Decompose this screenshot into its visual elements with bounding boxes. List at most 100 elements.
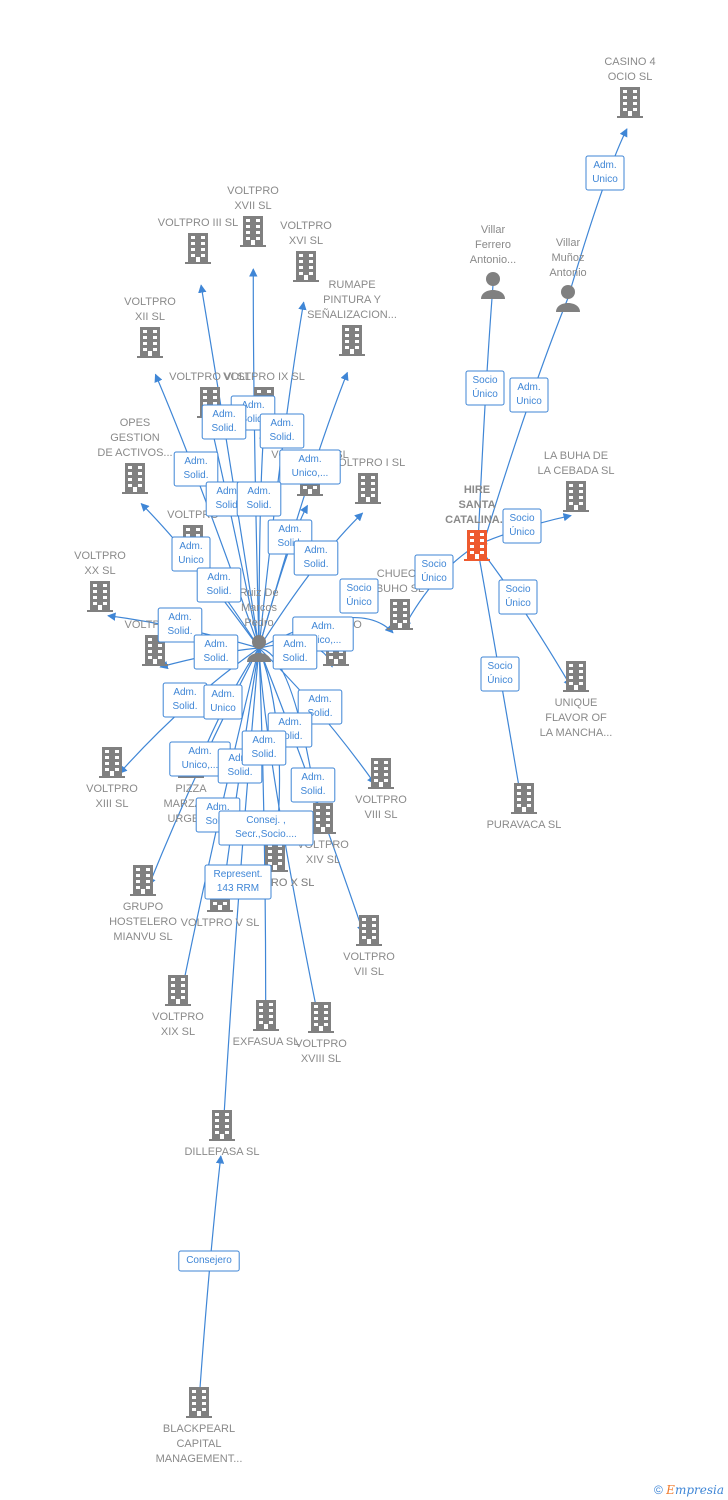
node-voltpro18[interactable]: VOLTPRO XVIII SL	[295, 1002, 347, 1065]
node-voltpro1[interactable]: VOLTPRO I SL	[331, 457, 405, 504]
node-label: VOLTPRO III SL	[158, 217, 239, 229]
node-label: VII SL	[354, 966, 384, 978]
node-label: VOLTPRO	[295, 1038, 347, 1050]
edge-label-text: Único	[505, 596, 531, 609]
edge-label-box	[480, 656, 520, 692]
node-voltpro17[interactable]: VOLTPRO XVII SL	[227, 185, 279, 247]
edge-label-box	[236, 481, 282, 517]
edge-role-label[interactable]: Adm.Unico	[585, 155, 625, 191]
node-label: VOLTPRO I SL	[331, 457, 405, 469]
node-puravaca[interactable]: PURAVACA SL	[487, 783, 562, 831]
node-label: CATALINA...	[445, 514, 509, 526]
building-icon	[253, 1000, 279, 1031]
edge-label-text: Único	[346, 595, 372, 608]
building-icon	[387, 599, 413, 630]
edge-label-text: Adm.	[212, 409, 235, 420]
edge-role-label[interactable]: Adm.Solid.	[236, 481, 282, 517]
node-voltpro6[interactable]: VOLTPRO VI SL	[169, 371, 251, 418]
edge-label-text: Solid.	[269, 432, 294, 443]
edge-role-label[interactable]: Adm.Unico	[509, 377, 549, 413]
edge-role-label[interactable]: Adm.Solid.	[293, 540, 339, 576]
edge-role-label[interactable]: Adm.Solid.	[157, 607, 203, 643]
edge-role-label[interactable]: Adm.Solid.	[272, 634, 318, 670]
edge-role-label[interactable]: Adm.Unico,...	[279, 449, 341, 485]
edge-role-label[interactable]: Adm.Solid.	[173, 451, 219, 487]
node-villarferrero[interactable]: VillarFerreroAntonio...	[470, 224, 516, 299]
edge-label-text: Adm.	[168, 612, 191, 623]
node-label: Ruiz De	[239, 587, 278, 599]
edge-role-label[interactable]: Adm.Unico	[203, 684, 243, 720]
building-icon	[563, 661, 589, 692]
edge-label-box	[502, 508, 542, 544]
edge-label-text: Consej. ,	[246, 815, 285, 826]
edge-role-label[interactable]: Consejero	[178, 1250, 240, 1272]
node-label: GESTION	[110, 432, 160, 444]
edge-role-label[interactable]: Adm.Unico	[171, 536, 211, 572]
edge-label-text: Socio	[472, 375, 497, 386]
edge-role-label[interactable]: Consej. ,Secr.,Socio....	[218, 810, 314, 846]
edge-role-label[interactable]: Adm.Solid.	[193, 634, 239, 670]
node-label: EXFASUA SL	[233, 1036, 300, 1048]
node-label: OCIO SL	[608, 71, 653, 83]
node-blackpearl[interactable]: BLACKPEARLCAPITALMANAGEMENT...	[156, 1387, 243, 1465]
edge-label-text: Solid.	[282, 653, 307, 664]
edge-label-box	[339, 578, 379, 614]
edge-villarmunoz-to-casino4	[567, 128, 628, 299]
edge-ruiz-to-voltpro2	[258, 504, 308, 649]
edge-label-box	[196, 567, 242, 603]
node-voltpro9[interactable]: VOLTPRO IX SL	[223, 371, 305, 418]
edge-role-label[interactable]: Adm.Solid.	[196, 567, 242, 603]
node-label: VOLTPRO VI SL	[169, 371, 251, 383]
edge-role-label[interactable]: Adm.Solid.	[201, 404, 247, 440]
edge-label-text: Adm.	[207, 572, 230, 583]
edge-label-text: Solid.	[303, 559, 328, 570]
edge-label-text: Solid.	[227, 767, 252, 778]
person-icon	[556, 285, 580, 312]
edge-role-label[interactable]: Adm.Solid.	[162, 682, 208, 718]
node-exfasua[interactable]: EXFASUA SL	[233, 1000, 300, 1048]
node-label: BUHO SL	[376, 583, 424, 595]
node-dillepasa[interactable]: DILLEPASA SL	[184, 1110, 260, 1158]
edge-label-box	[465, 370, 505, 406]
building-icon	[356, 915, 382, 946]
node-voltpro3[interactable]: VOLTPRO III SL	[158, 217, 239, 264]
edge-label-text: Adm.	[278, 524, 301, 535]
node-label: VOLTPRO	[227, 185, 279, 197]
node-hire[interactable]: HIRESANTACATALINA...	[445, 484, 509, 561]
edge-role-label[interactable]: Represent.143 RRM	[204, 864, 272, 900]
node-label: XVIII SL	[301, 1053, 341, 1065]
edge-label-text: Solid.	[300, 786, 325, 797]
edge-label-text: Adm.	[270, 418, 293, 429]
node-voltpro5[interactable]: VOLTPRO V SL	[181, 881, 260, 929]
node-label: HIRE	[464, 484, 490, 496]
edge-role-label[interactable]: Adm.Solid.	[241, 730, 287, 766]
edge-label-text: Único	[421, 571, 447, 584]
edge-role-label[interactable]: Adm. Solid.	[259, 413, 305, 449]
node-label: BLACKPEARL	[163, 1423, 235, 1435]
node-label: XVII SL	[234, 200, 271, 212]
edge-role-label[interactable]: Adm.Solid.	[290, 767, 336, 803]
